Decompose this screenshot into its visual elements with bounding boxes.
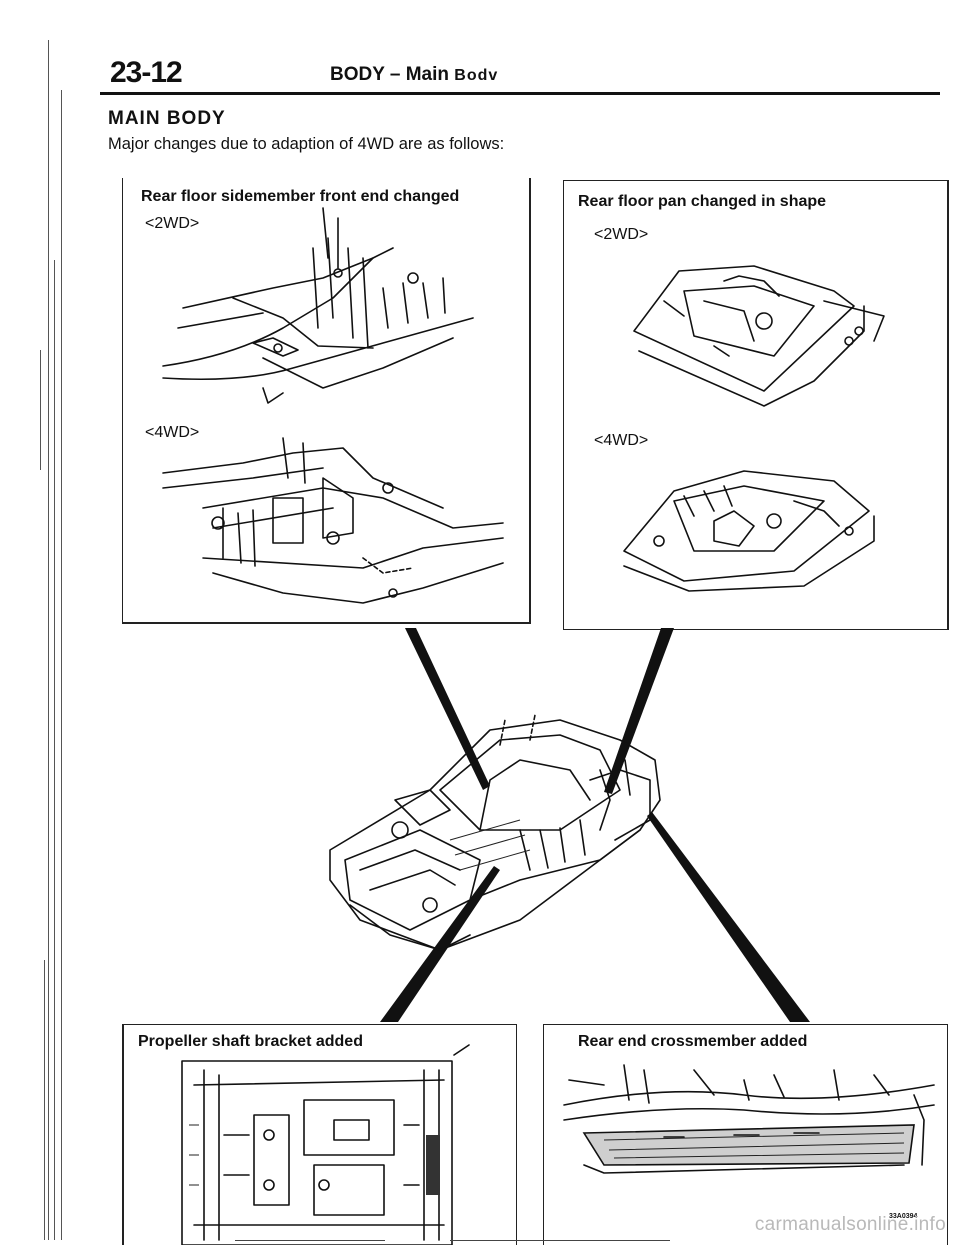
footer-rule — [235, 1240, 385, 1241]
variant-label-4wd: <4WD> — [594, 432, 649, 449]
variant-label-2wd: <2WD> — [594, 226, 649, 243]
page-number: 23-12 — [110, 56, 183, 89]
header-rule — [100, 92, 940, 95]
section-title: BODY – Main Bodv — [330, 64, 498, 86]
variant-label-4wd: <4WD> — [145, 424, 200, 441]
panel-propeller-shaft-bracket: Propeller shaft bracket added — [122, 1024, 517, 1245]
sidemember-2wd-drawing — [162, 207, 474, 404]
intro-text: Major changes due to adaption of 4WD are… — [108, 135, 505, 153]
section-name: BODY — [330, 64, 385, 85]
panel-title: Propeller shaft bracket added — [138, 1033, 363, 1050]
panel-title: Rear floor pan changed in shape — [578, 193, 827, 210]
panel-title: Rear end crossmember added — [578, 1033, 808, 1050]
figure-code: 33A0394 — [889, 1213, 918, 1220]
section-heading: MAIN BODY — [108, 108, 226, 129]
sidemember-4wd-drawing — [162, 437, 504, 604]
sidemember-illustrations — [162, 207, 504, 604]
panel-rear-floor-sidemember: Rear floor sidemember front end changed … — [122, 178, 531, 624]
subsection-name: Main — [405, 64, 449, 85]
floorpan-4wd-drawing — [623, 470, 875, 592]
panel-title: Rear floor sidemember front end changed — [141, 188, 460, 205]
footer-rule — [450, 1240, 670, 1241]
car-body-shell — [329, 714, 661, 951]
pointer-wedges — [380, 628, 810, 1022]
watermark: carmanualsonline.info — [754, 1214, 946, 1235]
propshaft-illustration — [181, 1044, 470, 1245]
section-dash: – — [389, 64, 401, 85]
panel-rear-end-crossmember: Rear end crossmember added 33A0394 — [543, 1024, 948, 1245]
panel-rear-floor-pan: Rear floor pan changed in shape <2WD> <4… — [563, 180, 949, 630]
floorpan-illustrations — [623, 265, 885, 592]
crossmember-illustration — [563, 1064, 935, 1174]
subsection-tail: Bodv — [454, 67, 499, 84]
variant-label-2wd: <2WD> — [145, 215, 200, 232]
floorpan-2wd-drawing — [633, 265, 885, 407]
